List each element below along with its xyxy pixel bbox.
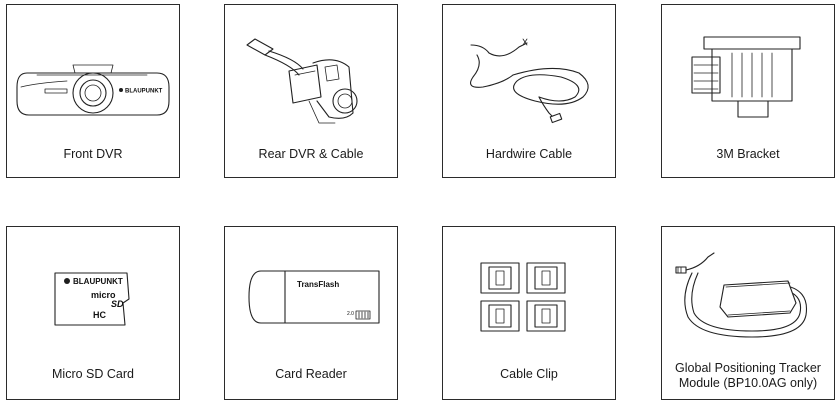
micro-sd-logo-line1: micro	[91, 290, 116, 300]
item-card-card-reader: TransFlash 2.0 Card Reader	[224, 226, 398, 400]
cable-clip-illustration	[480, 262, 566, 332]
micro-sd-brand-text: BLAUPUNKT	[73, 277, 123, 286]
caption-cable-clip: Cable Clip	[500, 367, 558, 381]
caption-micro-sd: Micro SD Card	[52, 367, 134, 381]
caption-gps-tracker-line2: Module (BP10.0AG only)	[678, 376, 818, 390]
item-card-3m-bracket: 3M Bracket	[661, 4, 835, 178]
front-dvr-brand-text: BLAUPUNKT	[125, 89, 163, 95]
hardwire-cable-illustration	[470, 38, 589, 124]
micro-sd-logo-line2: SD	[111, 299, 124, 309]
caption-rear-dvr: Rear DVR & Cable	[258, 147, 364, 161]
card-reader-brand-text: TransFlash	[297, 280, 339, 289]
item-card-rear-dvr: Rear DVR & Cable	[224, 4, 398, 178]
front-dvr-illustration: BLAUPUNKT	[16, 64, 170, 116]
cable-clip-1	[480, 262, 520, 294]
gps-tracker-illustration	[675, 252, 808, 338]
item-card-front-dvr: BLAUPUNKT Front DVR	[6, 4, 180, 178]
item-card-micro-sd: BLAUPUNKT micro SD HC Micro SD Card	[6, 226, 180, 400]
cable-clip-3	[480, 300, 520, 332]
caption-card-reader: Card Reader	[275, 367, 347, 381]
micro-sd-logo-line3: HC	[93, 310, 106, 320]
item-card-hardwire-cable: Hardwire Cable	[442, 4, 616, 178]
cable-clip-4	[526, 300, 566, 332]
item-card-gps-tracker: Global Positioning Tracker Module (BP10.…	[661, 226, 835, 400]
item-card-cable-clip: Cable Clip	[442, 226, 616, 400]
card-reader-port-label: 2.0	[347, 311, 354, 317]
cable-clip-2	[526, 262, 566, 294]
caption-hardwire-cable: Hardwire Cable	[485, 147, 573, 161]
rear-dvr-illustration	[246, 38, 358, 124]
caption-front-dvr: Front DVR	[63, 147, 123, 161]
caption-3m-bracket: 3M Bracket	[716, 147, 780, 161]
micro-sd-illustration: BLAUPUNKT micro SD HC	[54, 272, 130, 326]
3m-bracket-illustration	[691, 36, 801, 118]
caption-gps-tracker-line1: Global Positioning Tracker	[675, 361, 821, 375]
card-reader-illustration: TransFlash 2.0	[248, 270, 380, 324]
caption-gps-tracker: Global Positioning Tracker Module (BP10.…	[662, 361, 834, 391]
